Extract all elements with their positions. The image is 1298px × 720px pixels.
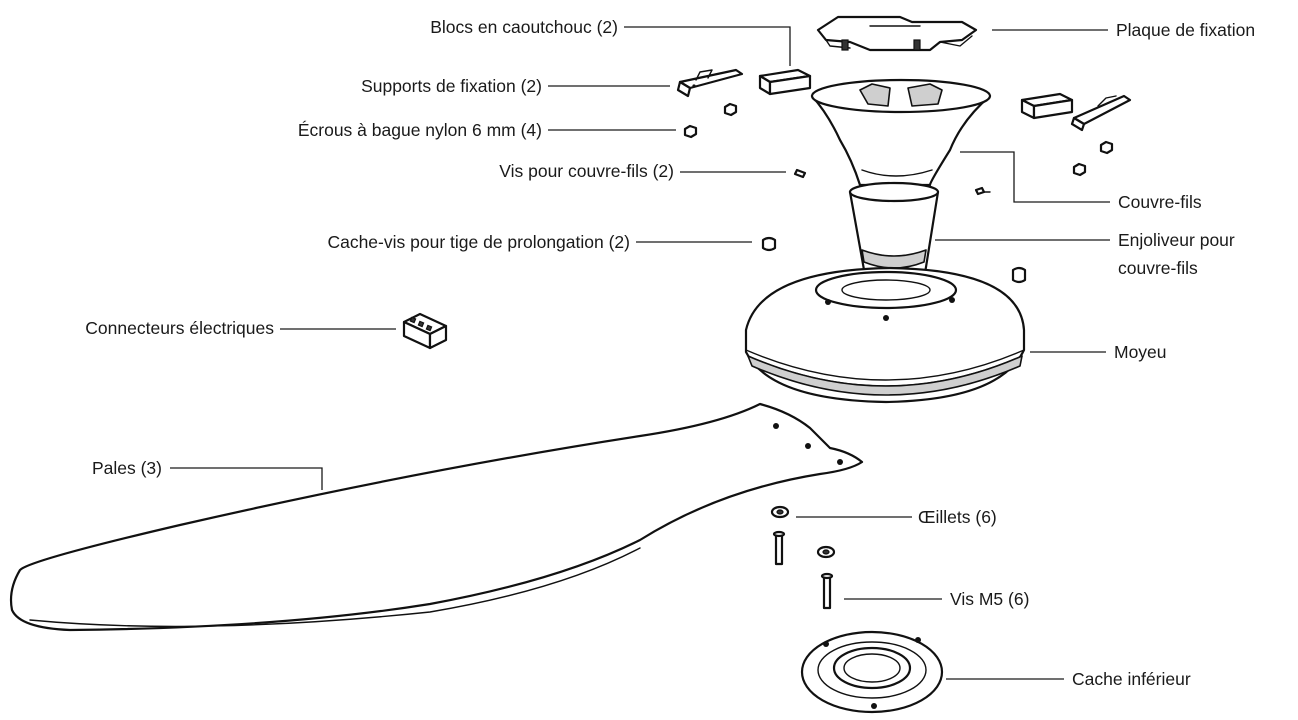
mounting-plate-illustration [816,15,978,52]
label-mounting-plate: Plaque de fixation [1116,20,1256,40]
label-canopy-screws: Vis pour couvre-fils (2) [499,161,674,181]
label-nylon-nuts: Écrous à bague nylon 6 mm (4) [297,120,542,140]
label-rubber-blocks: Blocs en caoutchouc (2) [430,17,618,37]
canopy-illustration [810,78,992,187]
canopy-cover-illustration [848,181,940,297]
canopy-screws-illustration [793,168,991,196]
mounting-bracket-left-illustration [676,68,744,98]
label-blades: Pales (3) [91,458,162,478]
grommets-illustration [770,505,836,559]
leader-rubber-blocks [624,26,791,66]
label-downrod-caps: Cache-vis pour tige de prolongation (2) [327,232,630,252]
label-canopy-cover-line1: Enjoliveur pour [1118,230,1235,250]
leader-blades [170,467,323,490]
leader-canopy [960,151,1110,203]
label-canopy: Couvre-fils [1118,192,1202,212]
label-hub: Moyeu [1114,342,1167,362]
bottom-cover-illustration [800,630,944,714]
label-bottom-cover: Cache inférieur [1072,669,1191,689]
label-canopy-cover-line2: couvre-fils [1118,258,1198,278]
nylon-nuts-left-illustration [683,102,738,139]
label-wire-connectors: Connecteurs électriques [85,318,274,338]
mounting-bracket-right-illustration [1070,94,1132,132]
leader-lines [170,26,1110,680]
wire-connectors-illustration [402,312,448,350]
m5-screws-illustration [772,530,834,610]
label-grommets: Œillets (6) [918,507,997,527]
downrod-caps-illustration [761,236,1027,284]
label-m5-screws: Vis M5 (6) [950,589,1030,609]
blade-illustration [9,402,864,632]
label-mounting-brackets: Supports de fixation (2) [361,76,542,96]
nylon-nuts-right-illustration [1072,140,1114,177]
rubber-block-right-illustration [1020,92,1074,120]
hub-illustration [744,266,1026,404]
rubber-block-left-illustration [758,68,812,96]
